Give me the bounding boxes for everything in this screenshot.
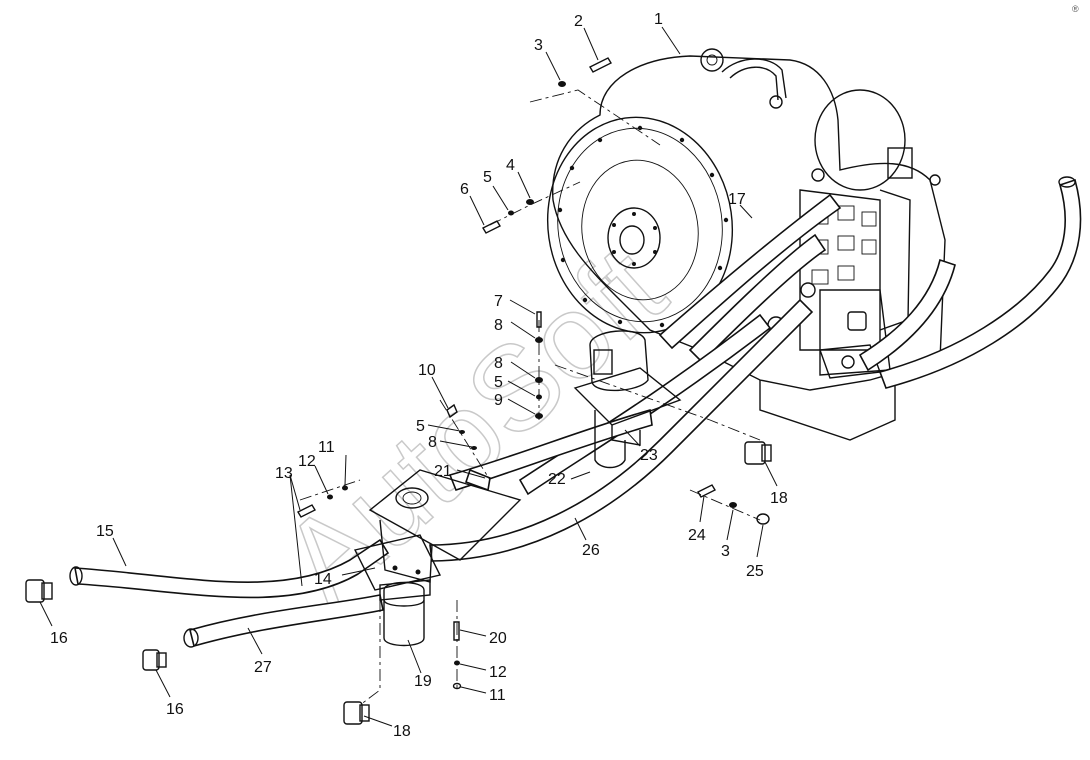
callout-3: 3 [721,543,730,560]
callout-22: 22 [548,471,566,488]
fittings [25,57,772,725]
callout-3: 3 [534,37,543,54]
callout-12: 12 [489,664,507,681]
callout-19: 19 [414,673,432,690]
callout-27: 27 [254,659,272,676]
callout-10: 10 [418,362,436,379]
filter-mount-plate [353,330,682,647]
fitting-16-left [25,579,53,603]
callout-21: 21 [434,463,452,480]
callout-23: 23 [640,447,658,464]
callout-11: 11 [318,439,335,456]
fitting-16-lower [142,649,167,671]
fitting-18-right [744,441,772,465]
corner-mark: ® [1072,4,1079,14]
centerlines [299,89,761,706]
leader-lines [39,26,778,727]
hoses [69,176,1082,648]
callout-labels: 1 2 3 4 5 6 7 8 8 5 9 10 5 8 11 12 13 21… [50,11,788,740]
callout-6: 6 [460,181,469,198]
callout-9: 9 [494,392,503,409]
callout-7: 7 [494,293,503,310]
callout-5: 5 [494,374,503,391]
callout-18: 18 [393,723,411,740]
transmission-assembly [546,48,946,441]
callout-20: 20 [489,630,507,647]
callout-26: 26 [582,542,600,559]
callout-8: 8 [428,434,437,451]
callout-15: 15 [96,523,114,540]
callout-4: 4 [506,157,515,174]
callout-1: 1 [654,11,663,28]
fitting-18-bottom [343,701,370,725]
callout-11: 11 [489,687,506,704]
callout-17: 17 [728,191,746,208]
callout-8: 8 [494,317,503,334]
callout-25: 25 [746,563,764,580]
callout-16: 16 [166,701,184,718]
callout-16: 16 [50,630,68,647]
callout-14: 14 [314,571,332,588]
callout-2: 2 [574,13,583,30]
callout-5: 5 [483,169,492,186]
callout-18: 18 [770,490,788,507]
callout-5: 5 [416,418,425,435]
callout-13: 13 [275,465,293,482]
callout-24: 24 [688,527,706,544]
callout-12: 12 [298,453,316,470]
callout-8: 8 [494,355,503,372]
